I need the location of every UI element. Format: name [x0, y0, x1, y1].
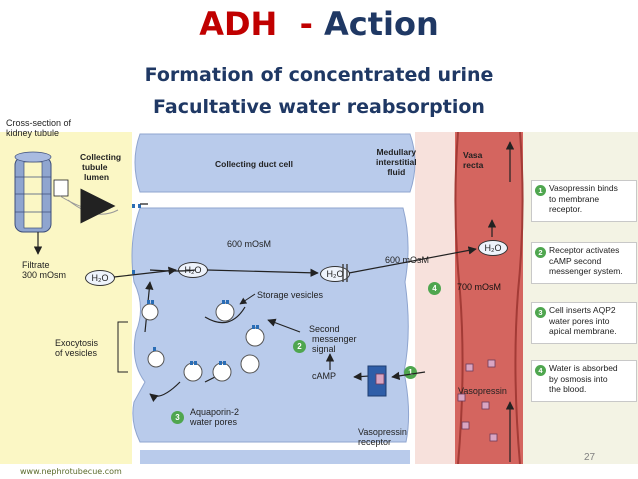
vasa-line1: Vasa	[463, 150, 483, 160]
slide-title: ADH - Action	[0, 4, 638, 44]
cross-section-label-line1: Cross-section of	[6, 118, 72, 128]
cross-section-label: Cross-section of kidney tubule	[6, 118, 71, 138]
step3-line2: water pores into	[549, 315, 610, 326]
step4-line2: by osmosis into	[549, 373, 608, 384]
tubule-cross-section-icon	[14, 151, 69, 233]
step-2-marker: 2	[293, 340, 306, 353]
title-dash: -	[299, 5, 313, 43]
subtitle-concentrated-urine: Formation of concentrated urine	[144, 64, 494, 86]
cell-water-arrow	[206, 268, 319, 277]
exocytosis-bracket	[117, 321, 128, 373]
step3-line1: Cell inserts AQP2	[549, 305, 616, 315]
osmolarity-fluid-label: 600 mOsM	[385, 255, 430, 265]
filtrate-line1: Filtrate	[22, 260, 50, 270]
medullary-line3: fluid	[387, 167, 406, 177]
step-card-3-number: 3	[535, 307, 546, 318]
vaso-receptor-line1: Vasopressin	[358, 427, 407, 437]
vasopressin-molecules	[457, 359, 498, 442]
cell-to-blood-arrow	[348, 246, 477, 274]
camp-label: cAMP	[312, 371, 337, 381]
h2o-oval-lumen: H₂O	[85, 270, 115, 286]
title-action: Action	[324, 5, 439, 43]
osmolarity-blood-label: 700 mOsM	[457, 282, 502, 292]
second-messenger-line1: Second	[309, 324, 340, 334]
exocytosis-line1: Exocytosis	[55, 338, 99, 348]
second-messenger-line3: signal	[312, 344, 336, 354]
duct-cell-label: Collecting duct cell	[215, 159, 293, 169]
collecting-label-line1: Collecting	[80, 152, 122, 162]
vasa-recta-wall-right	[514, 132, 524, 464]
page-number: 27	[584, 452, 596, 463]
second-messenger-line2: messenger	[312, 334, 357, 344]
filtrate-label: Filtrate 300 mOsm	[22, 260, 66, 280]
medullary-fluid-label: Medullary interstitial fluid	[376, 147, 417, 177]
vasa-recta-wall-left	[454, 132, 464, 464]
step2-line1: Receptor activates	[549, 245, 620, 255]
aquaporin-line2: water pores	[190, 417, 238, 427]
diagram-arrows	[33, 141, 515, 462]
step-card-1-number: 1	[535, 185, 546, 196]
storage-vesicles	[141, 302, 265, 382]
step-card-2: 2 Receptor activates cAMP second messeng…	[531, 242, 637, 284]
step-card-1: 1 Vasopressin binds to membrane receptor…	[531, 180, 637, 222]
medullary-line2: interstitial	[376, 157, 417, 167]
step-card-3: 3 Cell inserts AQP2 water pores into api…	[531, 302, 637, 344]
upper-duct-cell	[134, 133, 416, 193]
vasa-recta-label: Vasa recta	[463, 150, 483, 170]
step4-line3: the blood.	[549, 384, 587, 394]
step-3-marker: 3	[171, 411, 184, 424]
vasopressin-receptor-icon	[367, 365, 387, 397]
subtitle-facultative-reabsorption: Facultative water reabsorption	[153, 96, 485, 118]
step-card-2-number: 2	[535, 247, 546, 258]
vaso-receptor-line2: receptor	[358, 437, 392, 447]
aquaporin-markers	[132, 204, 259, 365]
collecting-label-line2: tubule	[82, 162, 108, 172]
medullary-line1: Medullary	[376, 147, 417, 157]
step1-line3: receptor.	[549, 204, 583, 214]
exocytosis-line2: of vesicles	[55, 348, 98, 358]
step1-line1: Vasopressin binds	[549, 183, 618, 193]
step2-line2: cAMP second	[549, 255, 602, 266]
title-adh: ADH	[199, 5, 278, 43]
step4-line1: Water is absorbed	[549, 363, 618, 373]
collecting-label-line3: lumen	[84, 172, 110, 182]
collecting-tubule-lumen-label: Collecting tubule lumen	[80, 152, 121, 182]
storage-vesicles-label: Storage vesicles	[257, 290, 324, 300]
vasopressin-receptor-label: Vasopressin receptor	[358, 427, 407, 447]
lower-duct-cell	[140, 450, 410, 464]
filtrate-line2: 300 mOsm	[22, 270, 67, 280]
basolateral-channel-marks	[140, 203, 348, 282]
vasopressin-binding-arrow	[391, 371, 426, 381]
second-messenger-arrow	[267, 318, 301, 333]
diagram-label-layer: Cross-section of kidney tubule Collectin…	[0, 118, 638, 464]
aquaporin-line1: Aquaporin-2	[190, 407, 240, 417]
vasopressin-label: Vasopressin	[458, 386, 507, 396]
step2-line3: messenger system.	[549, 266, 623, 276]
footer-url: www.nephrotubecue.com	[20, 467, 122, 476]
exocytosis-arrow	[149, 381, 181, 402]
step-card-4: 4 Water is absorbed by osmosis into the …	[531, 360, 637, 402]
cross-section-label-line2: kidney tubule	[6, 128, 60, 138]
osmolarity-cell-label: 600 mOsM	[227, 239, 272, 249]
exocytosis-label: Exocytosis of vesicles	[55, 338, 98, 358]
step3-line3: apical membrane.	[549, 326, 617, 336]
h2o-oval-blood: H₂O	[478, 240, 508, 256]
step-4-marker: 4	[428, 282, 441, 295]
storage-vesicle-pointer	[239, 293, 256, 305]
step1-line2: to membrane	[549, 193, 600, 204]
aquaporin-label: Aquaporin-2 water pores	[190, 407, 239, 427]
vasa-line2: recta	[463, 160, 484, 170]
step-card-4-number: 4	[535, 365, 546, 376]
step-1-marker: 1	[404, 366, 417, 379]
second-messenger-label: Second messenger signal	[309, 324, 357, 354]
interstitial-fluid-region	[415, 132, 455, 464]
